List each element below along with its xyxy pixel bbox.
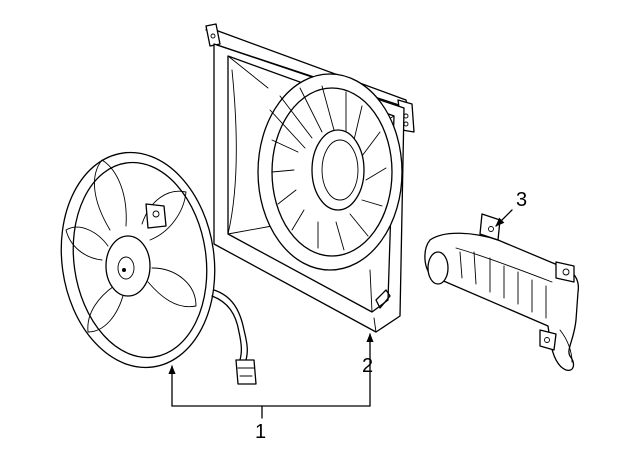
callout-part2: 2 [362,355,373,377]
air-duct [424,213,580,371]
fan-shroud [205,23,415,333]
fan-assembly [60,151,257,385]
callout-part3: 3 [516,189,527,211]
leader-lines [168,209,513,419]
callout-part1: 1 [255,421,266,443]
leader-part3-duct [495,209,513,227]
